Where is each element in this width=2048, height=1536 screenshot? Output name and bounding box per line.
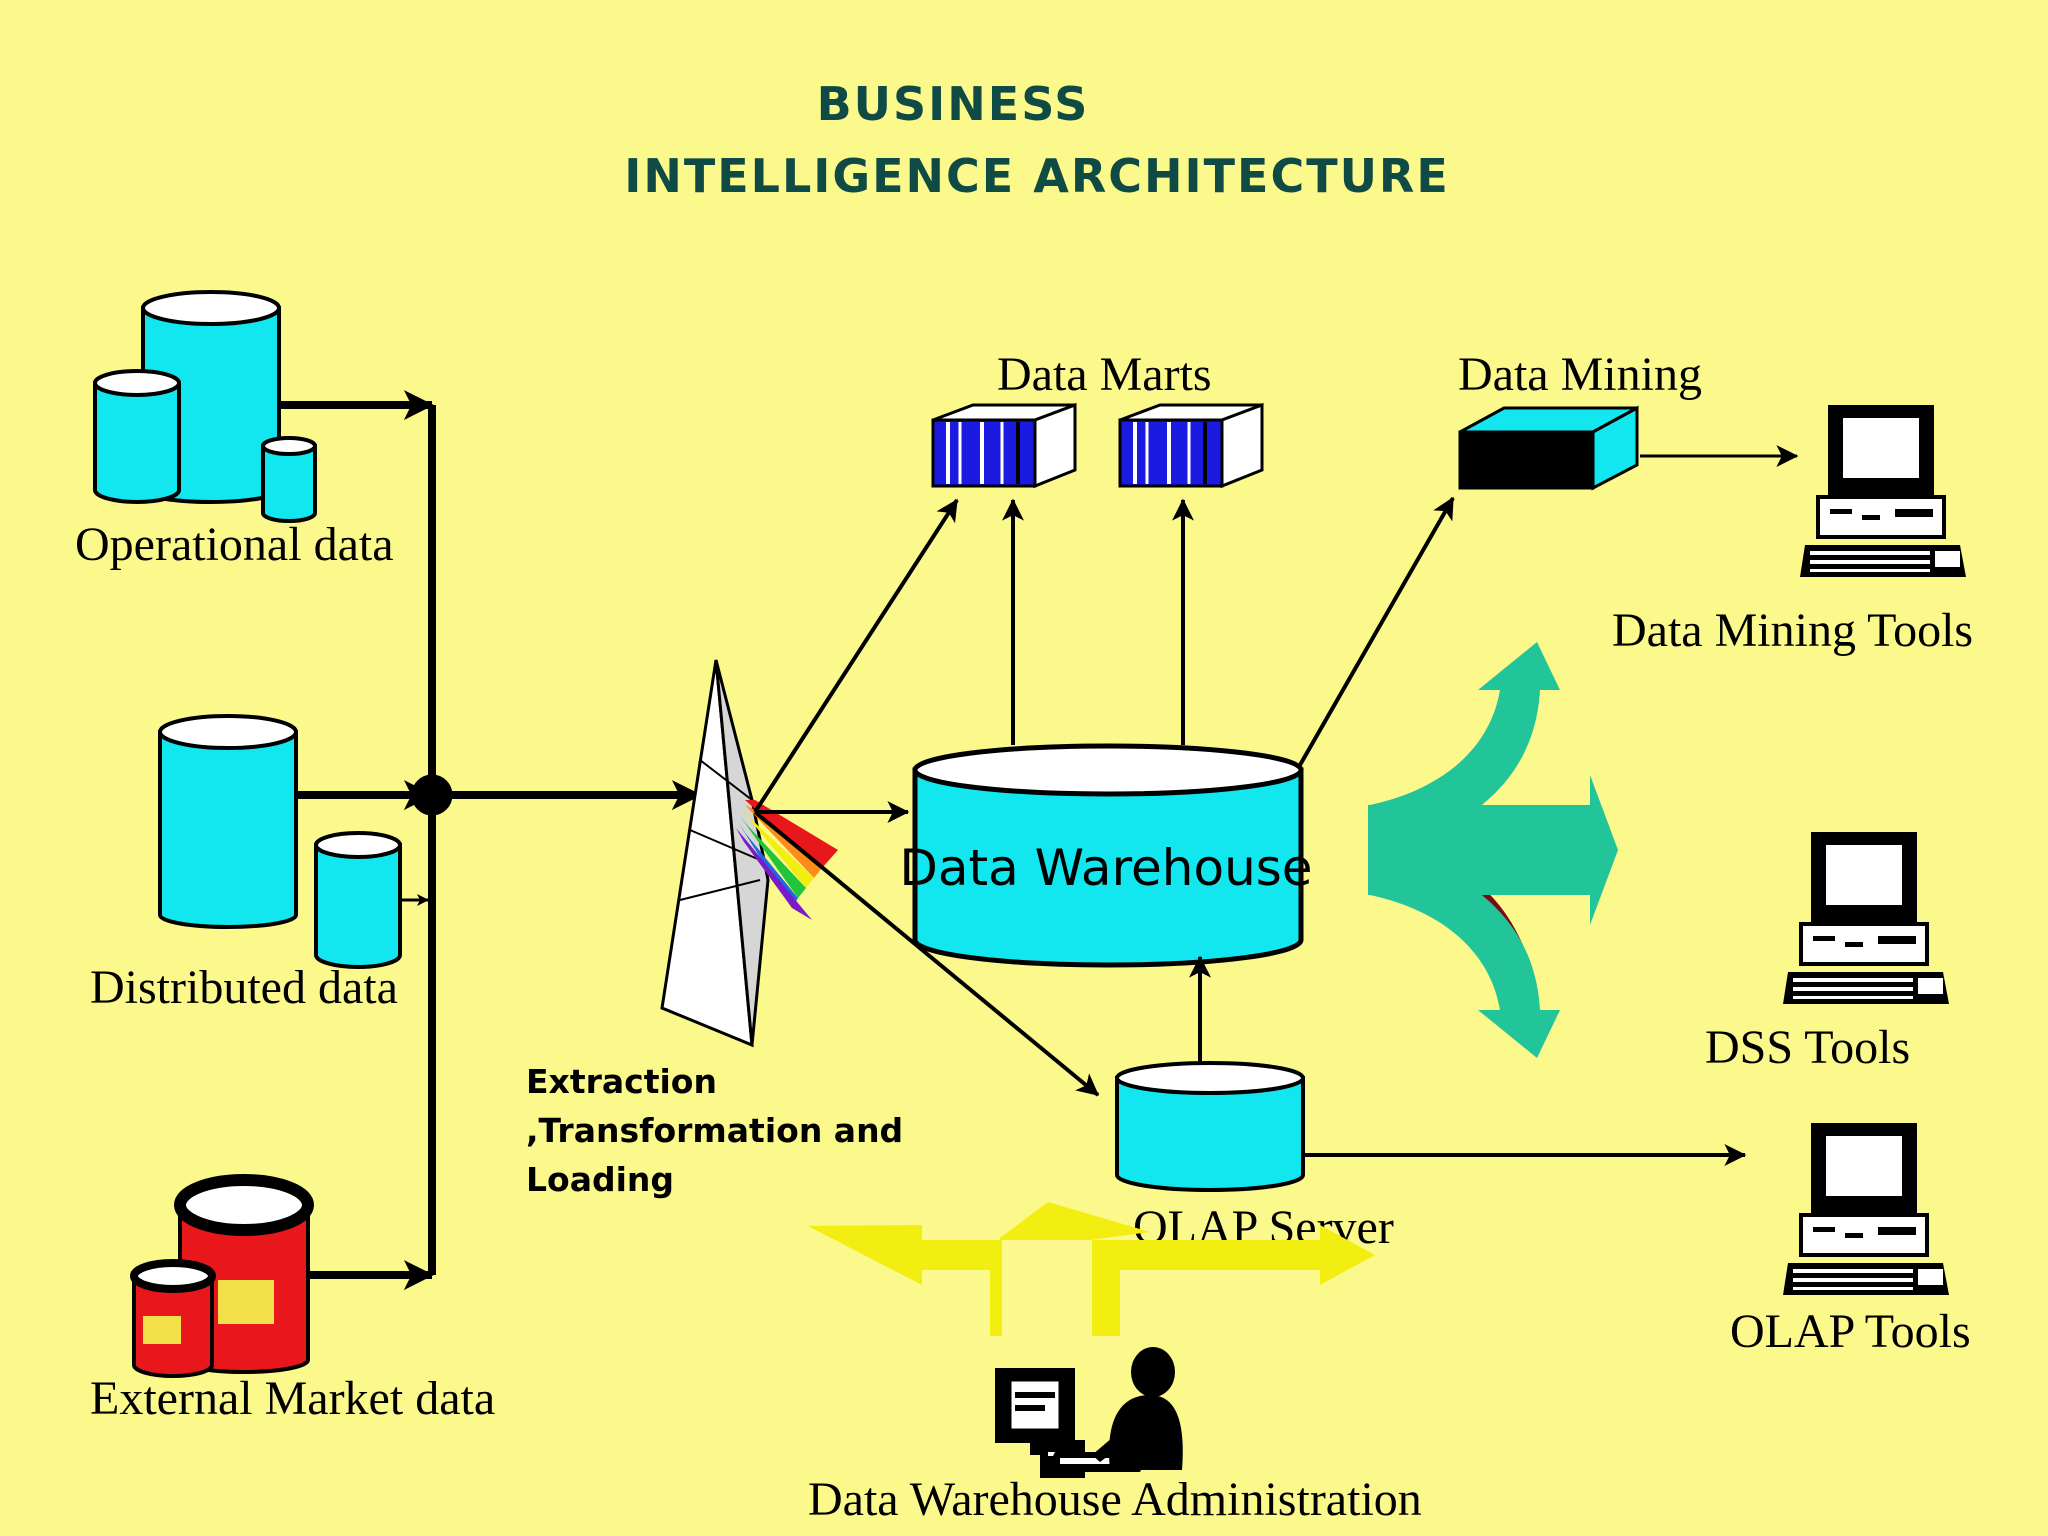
etl-label-line-1: Extraction xyxy=(526,1062,717,1101)
data-warehouse-label: Data Warehouse xyxy=(899,839,1312,897)
distribution-arrow-icon xyxy=(1368,642,1618,1058)
computer-icon xyxy=(1783,832,1949,1004)
data-mining-tools-label: Data Mining Tools xyxy=(1612,604,1973,657)
title-line-2: INTELLIGENCE ARCHITECTURE xyxy=(624,149,1450,203)
data-warehouse-administration-label: Data Warehouse Administration xyxy=(808,1473,1422,1526)
data-mart-icon xyxy=(931,402,1077,489)
external-market-data-label: External Market data xyxy=(90,1372,495,1425)
external-market-data-icon xyxy=(130,1174,314,1378)
title-line-1: BUSINESS xyxy=(817,77,1090,131)
data-mining-label: Data Mining xyxy=(1458,348,1702,401)
flow-arrows xyxy=(753,445,1799,1166)
data-warehouse-icon xyxy=(912,743,1304,968)
data-mining-box-icon xyxy=(1458,405,1639,491)
distributed-data-icon xyxy=(158,714,402,969)
olap-tools-label: OLAP Tools xyxy=(1730,1305,1971,1358)
source-connectors xyxy=(279,390,702,1290)
olap-server-icon xyxy=(1115,1061,1305,1192)
etl-label-line-3: Loading xyxy=(526,1160,674,1199)
dss-tools-label: DSS Tools xyxy=(1705,1021,1910,1074)
operational-data-icon xyxy=(93,290,317,523)
data-marts-label: Data Marts xyxy=(997,348,1212,401)
etl-label-line-2: ,Transformation and xyxy=(526,1111,903,1150)
operational-data-label: Operational data xyxy=(75,518,394,571)
prism-icon xyxy=(660,659,838,1048)
administration-arrow-icon xyxy=(808,1202,1375,1336)
administrator-icon xyxy=(995,1347,1183,1478)
computer-icon xyxy=(1800,405,1966,577)
computer-icon xyxy=(1783,1123,1949,1295)
data-mart-icon xyxy=(1118,402,1264,489)
distributed-data-label: Distributed data xyxy=(90,961,398,1014)
